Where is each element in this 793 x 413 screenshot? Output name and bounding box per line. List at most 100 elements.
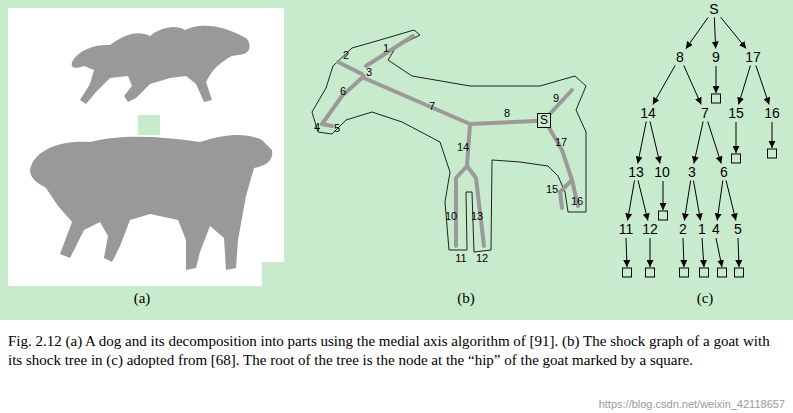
node-label: 3	[688, 165, 696, 180]
tree-node: 8	[675, 50, 685, 65]
tree-node: 14	[639, 106, 657, 121]
tree-arrow	[726, 181, 736, 221]
tree-arrow	[638, 181, 648, 221]
leaf-arrow	[736, 122, 737, 153]
tree-arrow	[653, 66, 675, 105]
callout-number: 5	[334, 122, 340, 134]
tree-node: 9	[711, 50, 721, 65]
leaf-box	[623, 268, 632, 277]
callout-number: 4	[314, 121, 320, 133]
tree-node: 17	[744, 50, 762, 65]
callout-number: 13	[471, 210, 483, 222]
tree-node: 15	[727, 106, 745, 121]
tree-arrow	[627, 181, 634, 221]
tree-arrow	[708, 122, 722, 164]
node-label: 10	[654, 165, 670, 180]
tree-node: 2	[678, 222, 688, 237]
tree-node: 10	[653, 165, 671, 180]
tree-arrow	[721, 17, 746, 48]
tree-node: 11	[618, 222, 635, 237]
leaf-arrow	[626, 238, 627, 267]
leaf-arrow	[702, 238, 704, 267]
node-label: 14	[640, 106, 656, 121]
tree-arrow	[694, 122, 703, 164]
node-label: 4	[712, 222, 720, 237]
callout-number: 10	[445, 210, 457, 222]
tree-node: 12	[641, 222, 659, 237]
node-label: 9	[712, 50, 720, 65]
tree-arrow	[686, 18, 708, 49]
leaf-box	[700, 268, 709, 277]
callout-number: 15	[546, 183, 558, 195]
callout-number: 17	[555, 136, 567, 148]
tree-arrow	[714, 18, 715, 49]
node-label: 2	[679, 222, 687, 237]
node-label: S	[540, 114, 548, 127]
tree-arrow	[684, 181, 690, 221]
leaf-arrow	[716, 238, 722, 267]
figure-caption: Fig. 2.12 (a) A dog and its decompositio…	[8, 332, 783, 370]
tree-arrow	[756, 66, 769, 105]
callout-number: 12	[476, 252, 488, 264]
tree-arrow	[717, 181, 723, 221]
leaf-box	[718, 268, 727, 277]
leaf-boxes	[623, 66, 777, 277]
callout-number: 3	[366, 66, 372, 78]
node-label: 11	[619, 222, 634, 237]
node-label: 6	[720, 165, 728, 180]
watermark: https://blog.csdn.net/weixin_42118657	[599, 398, 785, 410]
root-marker: S	[537, 113, 551, 128]
callout-number: 14	[457, 141, 469, 153]
tree-node: 6	[719, 165, 729, 180]
leaf-arrow	[772, 122, 773, 148]
leaf-box	[659, 211, 668, 220]
leaf-arrow	[650, 238, 651, 267]
node-label: 5	[734, 222, 742, 237]
goat-outline	[312, 30, 586, 252]
panel-label: (a)	[134, 290, 151, 307]
tree-node: 4	[711, 222, 721, 237]
tree-node: 5	[733, 222, 743, 237]
callout-number: 16	[571, 195, 583, 207]
node-label: 1	[698, 222, 706, 237]
tree-node: 16	[763, 106, 781, 121]
callout-number: 2	[343, 49, 349, 61]
node-label: 17	[745, 50, 761, 65]
callout-number: 7	[429, 100, 435, 112]
tree-arrow	[650, 122, 660, 164]
node-label: 8	[676, 50, 684, 65]
node-label: 15	[728, 106, 744, 121]
callout-number: 1	[383, 42, 389, 54]
figure-ground	[0, 0, 793, 320]
callout-number: 11	[455, 252, 466, 264]
leaf-box	[712, 94, 721, 103]
tree-arrow	[739, 66, 751, 105]
leaf-box	[735, 268, 744, 277]
tree-node: 1	[697, 222, 707, 237]
node-label: 7	[701, 106, 709, 121]
tree-node: 13	[627, 165, 645, 180]
leaf-box	[732, 154, 741, 163]
panel-label: (c)	[697, 290, 714, 307]
dog-panel	[8, 8, 284, 286]
tree-arrow	[693, 181, 700, 221]
leaf-arrow	[663, 181, 664, 210]
callout-number: 8	[504, 107, 510, 119]
node-label: 16	[764, 106, 780, 121]
tree-node: 3	[687, 165, 697, 180]
callout-number: 9	[553, 92, 559, 104]
leaf-box	[646, 268, 655, 277]
leaf-arrow	[716, 66, 717, 93]
callout-number: 6	[340, 85, 346, 97]
node-label: 12	[642, 222, 658, 237]
panel-label: (b)	[457, 290, 475, 307]
node-label: S	[709, 2, 718, 17]
leaf-arrow	[683, 238, 684, 267]
leaf-box	[768, 149, 777, 158]
tree-arrow	[684, 66, 701, 105]
node-label: 13	[628, 165, 644, 180]
medial-axis	[322, 36, 578, 246]
tree-arrow	[638, 122, 647, 164]
